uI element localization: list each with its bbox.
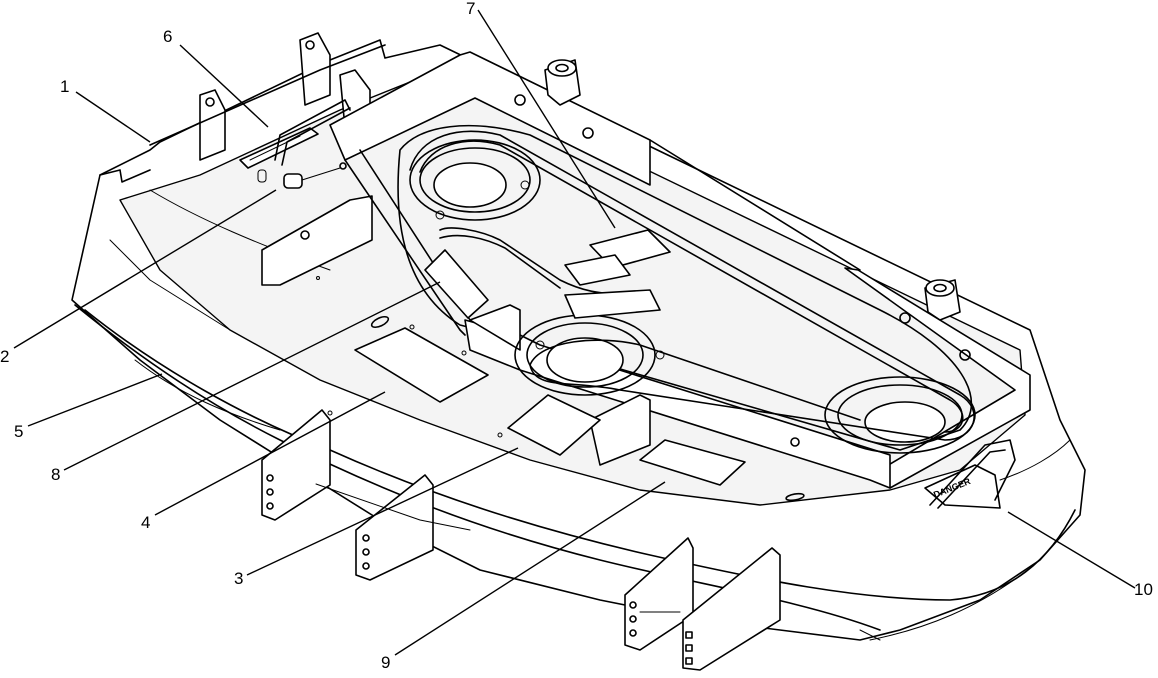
leader-6 <box>179 44 269 128</box>
leader-7 <box>477 9 616 229</box>
decal-4 <box>354 327 489 403</box>
decal-3 <box>507 394 601 456</box>
drive-belt <box>409 130 975 441</box>
leader-lines <box>13 9 1136 656</box>
decals: DANGER <box>327 229 1016 509</box>
leader-10 <box>1007 511 1136 589</box>
callout-1: 1 <box>60 77 69 96</box>
front-brackets <box>261 409 881 671</box>
leader-1 <box>75 91 151 143</box>
callout-9: 9 <box>381 653 390 672</box>
decal-7c <box>564 289 661 319</box>
callout-6: 6 <box>163 27 172 46</box>
callout-8: 8 <box>51 465 60 484</box>
decal-10 <box>924 464 1001 509</box>
leader-4 <box>154 391 386 516</box>
decal-8 <box>424 249 489 319</box>
callout-5: 5 <box>14 422 23 441</box>
decal-7b <box>564 254 631 286</box>
leader-2 <box>13 189 277 349</box>
pulleys <box>409 139 976 454</box>
spindle-posts <box>544 59 961 321</box>
leader-8 <box>63 281 441 471</box>
callout-2: 2 <box>0 347 9 366</box>
callout-7: 7 <box>466 0 475 18</box>
callout-3: 3 <box>234 569 243 588</box>
decal-9 <box>639 439 746 486</box>
leader-9 <box>394 481 666 656</box>
leader-3 <box>246 447 519 576</box>
left-plate <box>261 195 373 286</box>
callout-10: 10 <box>1134 580 1153 599</box>
leader-5 <box>27 373 163 427</box>
rear-brackets <box>99 32 386 189</box>
callout-4: 4 <box>141 513 150 532</box>
